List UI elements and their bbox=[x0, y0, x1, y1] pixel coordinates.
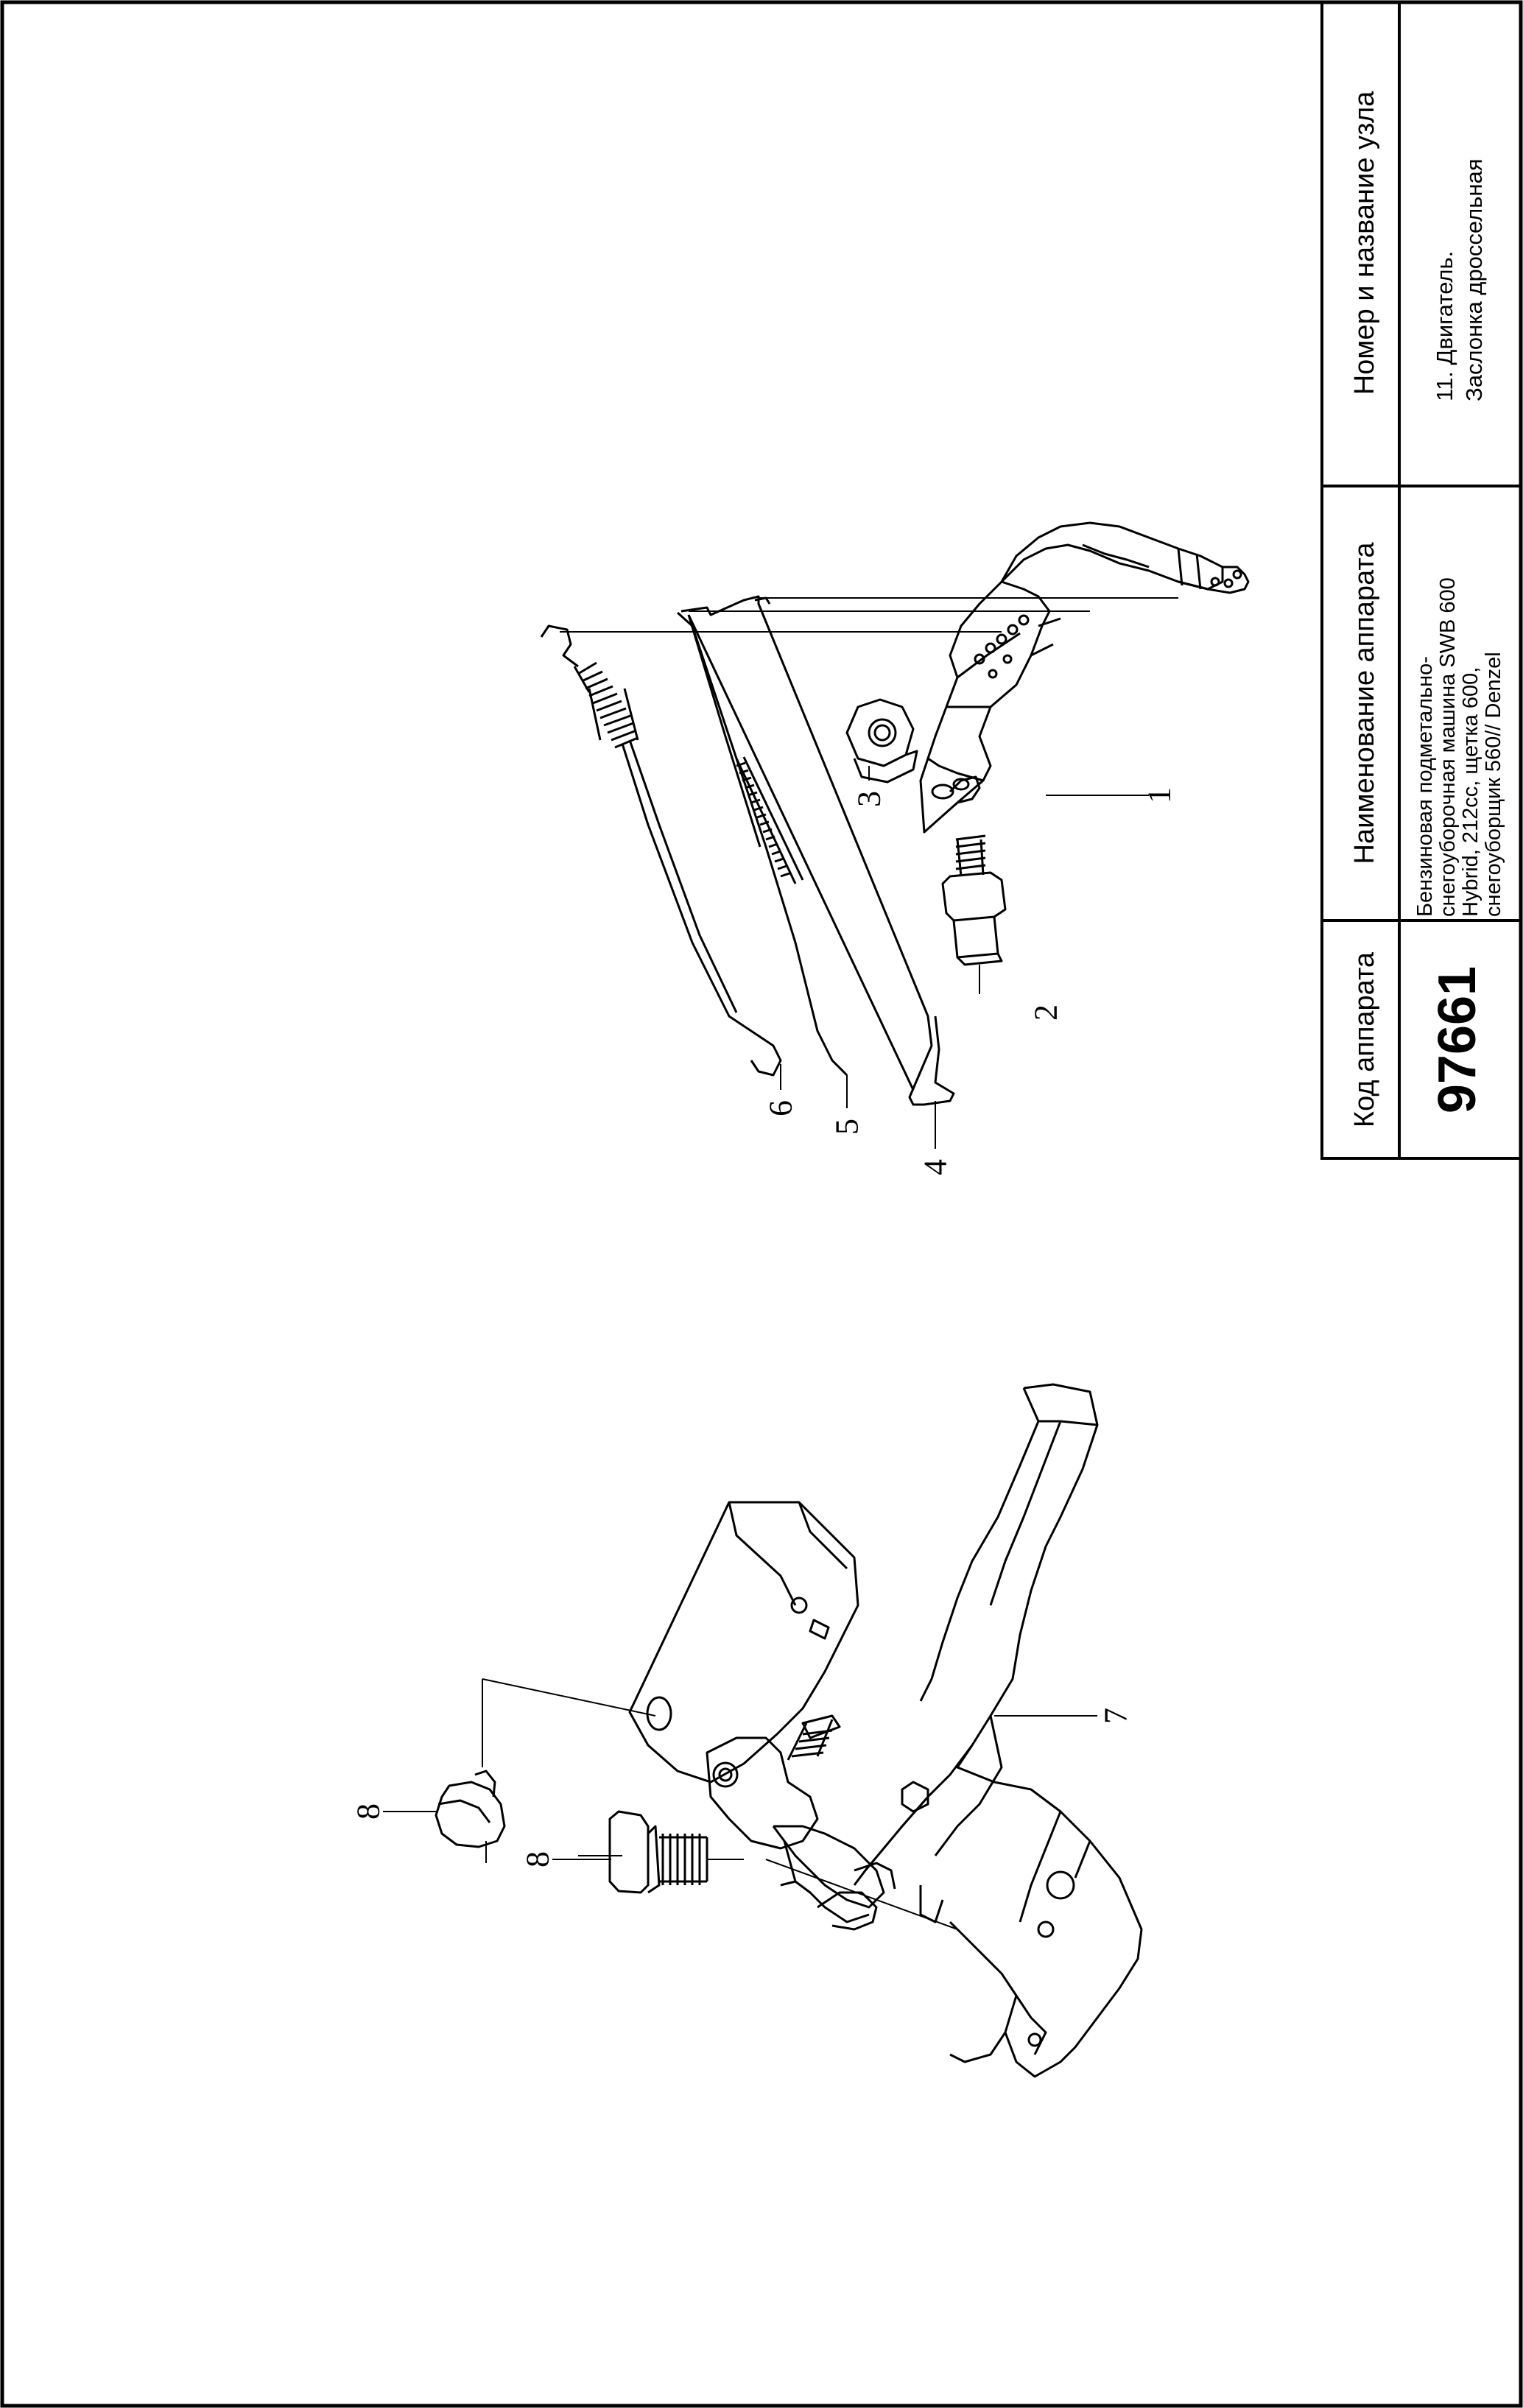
label-part-6: 6 bbox=[763, 1100, 799, 1116]
hex-bolt-part-top bbox=[435, 1770, 506, 1848]
throttle-pivot-assembly bbox=[706, 1714, 944, 1931]
code-header: Код аппарата bbox=[1349, 951, 1380, 1127]
label-part-1: 1 bbox=[1142, 787, 1178, 803]
code-column: Код аппарата 97661 bbox=[1349, 951, 1487, 1127]
name-line-4: снегоуборщик 560// Denzel bbox=[1482, 652, 1505, 917]
throttle-lever-bracket bbox=[919, 521, 1250, 834]
unit-header: Номер и название узла bbox=[1349, 91, 1380, 395]
title-block: Код аппарата 97661 Наименование аппарата… bbox=[1320, 1, 1522, 1160]
label-part-8-bottom: 8 bbox=[520, 1851, 556, 1867]
label-part-4: 4 bbox=[918, 1159, 954, 1175]
unit-line-1: 11. Двигатель. bbox=[1432, 251, 1457, 401]
name-line-2: снегоуборочная машина SWB 600 bbox=[1436, 577, 1460, 917]
label-part-3: 3 bbox=[851, 791, 887, 807]
unit-column: Номер и название узла 11. Двигатель. Зас… bbox=[1349, 91, 1487, 401]
flange-nut-part bbox=[845, 698, 918, 784]
screw-part bbox=[941, 834, 1007, 966]
label-part-2: 2 bbox=[1028, 1004, 1064, 1021]
code-value: 97661 bbox=[1428, 966, 1487, 1113]
name-line-1: Бензиновая подметально- bbox=[1413, 656, 1437, 917]
unit-line-2: Заслонка дроссельная bbox=[1461, 158, 1487, 401]
flange-bolt-part-bottom bbox=[608, 1810, 708, 1894]
label-part-5: 5 bbox=[829, 1119, 865, 1135]
name-header: Наименование аппарата bbox=[1349, 542, 1380, 865]
spring-rod-part bbox=[676, 611, 848, 1077]
part-number-labels: 1 2 3 4 5 6 7 8 8 bbox=[351, 787, 1178, 1867]
mounting-plate-part bbox=[628, 1501, 859, 1784]
upper-assembly-drawing bbox=[540, 521, 1250, 1149]
name-column: Наименование аппарата Бензиновая подмета… bbox=[1349, 542, 1505, 917]
label-part-8-top: 8 bbox=[351, 1803, 387, 1820]
label-part-7: 7 bbox=[1098, 1708, 1134, 1724]
extension-spring-part bbox=[540, 624, 782, 1077]
lower-leader-lines bbox=[482, 1678, 1097, 1930]
upper-leader-lines bbox=[560, 597, 1178, 1149]
lower-assembly-drawing bbox=[435, 1383, 1143, 2078]
name-line-3: Hybrid, 212cc, щетка 600, bbox=[1459, 667, 1482, 917]
control-bracket-part bbox=[853, 1383, 1143, 2078]
